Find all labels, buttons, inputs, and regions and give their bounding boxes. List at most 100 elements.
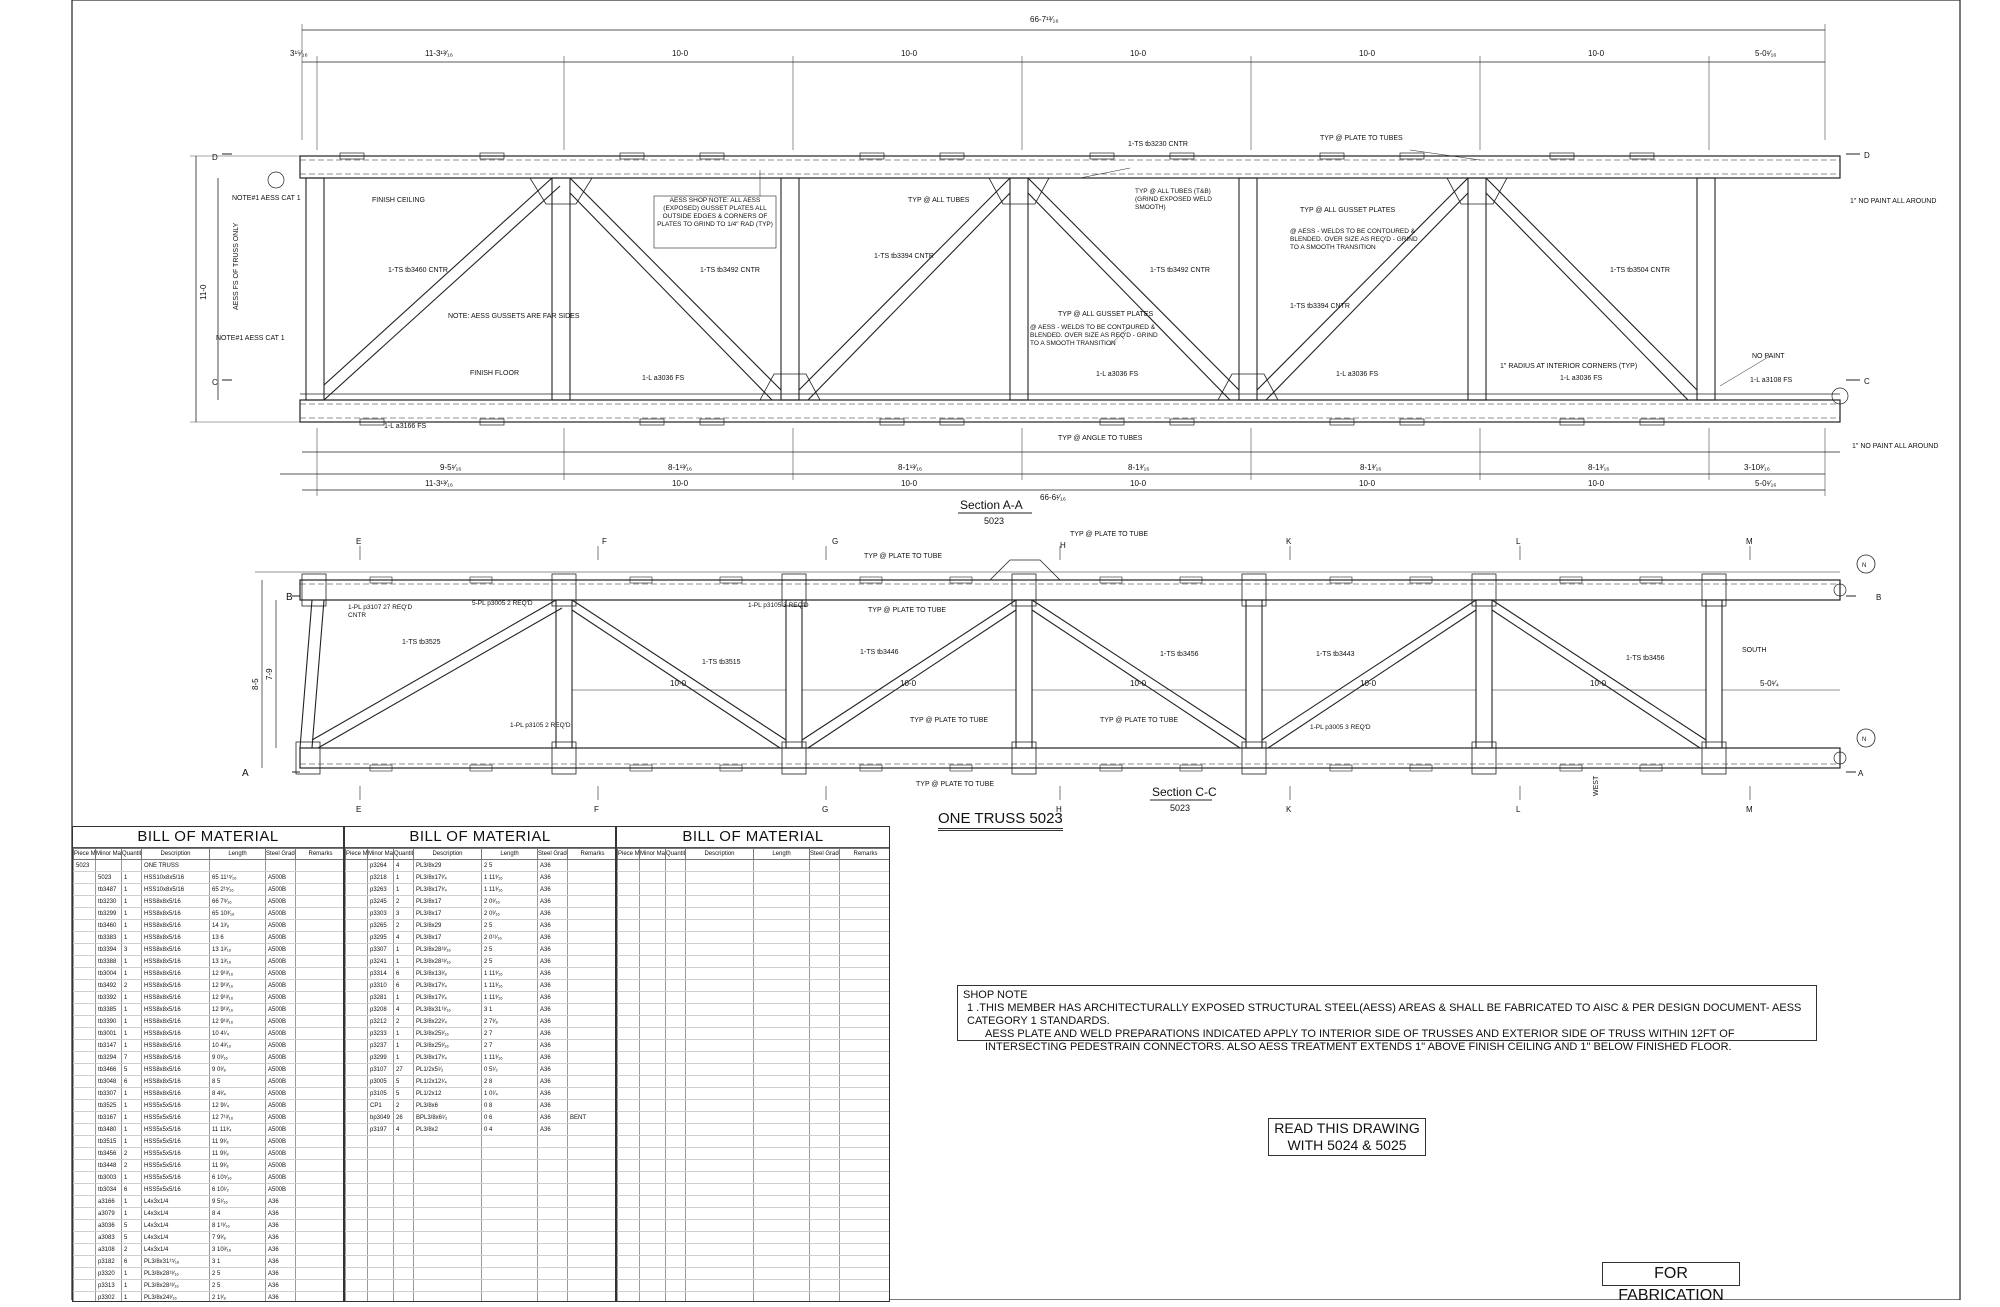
bom-cell (639, 1291, 666, 1301)
bom-cell: tb3307 (95, 1087, 122, 1100)
bom-table-1: Piece MarkMinor MarkQuantity TotalDescri… (73, 848, 343, 1301)
bom-cell: 4 (393, 1003, 414, 1016)
bom-cell: 6 (393, 979, 414, 992)
bom-cell: 3 (121, 943, 142, 956)
bom-cell (809, 1111, 840, 1124)
bom-cell (639, 1003, 666, 1016)
bom-cell (753, 871, 810, 884)
bom-cell (639, 895, 666, 908)
bom-cell: 1 11³⁄₁₆ (481, 991, 538, 1004)
bom-cell (809, 1051, 840, 1064)
bom-cell (685, 1087, 754, 1100)
bom-cell: 1 (121, 1027, 142, 1040)
bom-cell (639, 1195, 666, 1208)
panel-dim-3: 10-0 (1130, 679, 1147, 688)
bom-cell: HSS8x8x5/16 (141, 943, 210, 956)
bom-cell (617, 1171, 640, 1184)
bom-cell: tb3448 (95, 1159, 122, 1172)
bom-cell (753, 895, 810, 908)
bom-cell (809, 1147, 840, 1160)
bom-cell: A500B (265, 1027, 296, 1040)
bom-cell: L4x3x1/4 (141, 1207, 210, 1220)
bom-cell: 5 (121, 1063, 142, 1076)
bom-cell: p3197 (367, 1123, 394, 1136)
bom-header-cell: Piece Mark (617, 848, 640, 860)
bom-cell (665, 1015, 686, 1028)
bom-cell (367, 1279, 394, 1292)
bom-cell: 1 (393, 871, 414, 884)
bom-cell: HSS5x5x5/16 (141, 1183, 210, 1196)
bom-cell: 2 (121, 1147, 142, 1160)
bom-cell (295, 1255, 343, 1268)
bom-cell: PL1/2x5¹⁄₂ (413, 1063, 482, 1076)
bom-cell (639, 1279, 666, 1292)
bom-cell: 6 10⁵⁄₁₆ (209, 1171, 266, 1184)
bom-cell (809, 1027, 840, 1040)
bom-cell (665, 1099, 686, 1112)
bom-cell: 2 7³⁄₈ (481, 1015, 538, 1028)
bom-cell (481, 1255, 538, 1268)
bom-cell: A36 (537, 967, 568, 980)
bom-cell (839, 919, 889, 932)
bom-cell (295, 931, 343, 944)
bom-cell: PL3/8x17³⁄₄ (413, 979, 482, 992)
bom-cell: a3036 (95, 1219, 122, 1232)
typ-all-gusset-mid: TYP @ ALL GUSSET PLATES (1058, 311, 1153, 318)
bom-cell (73, 967, 96, 980)
bom-row (617, 979, 889, 992)
bom-cell (809, 1279, 840, 1292)
bom-cell (367, 1207, 394, 1220)
bom-cell (345, 1243, 368, 1256)
bom-cell: 4 (393, 1123, 414, 1136)
bom-cell (345, 1003, 368, 1016)
bom-row (617, 883, 889, 896)
bom-cell (367, 1291, 394, 1301)
bom-cell (73, 1231, 96, 1244)
bom-cell (367, 1147, 394, 1160)
bom-cell: A500B (265, 1123, 296, 1136)
label-pl-p3105-bot: 1-PL p3105 2 REQ'D (510, 722, 571, 729)
bom-cell: 3 1 (209, 1255, 266, 1268)
bom-cell (685, 1291, 754, 1301)
bom-cell: PL3/8x29 (413, 859, 482, 872)
bom-cell: A36 (537, 895, 568, 908)
bom-cell (345, 1279, 368, 1292)
sheet-border (71, 0, 1961, 1300)
bom-cell (367, 1195, 394, 1208)
top-dim-2: 10-0 (672, 49, 689, 58)
bom-cell (567, 1039, 615, 1052)
bom-cell (295, 1183, 343, 1196)
mark-c-left: C (212, 378, 218, 387)
bom-cell: HSS8x8x5/16 (141, 907, 210, 920)
bom-cell: tb3392 (95, 991, 122, 1004)
bom-cell: 1 (121, 883, 142, 896)
bom-cell (753, 907, 810, 920)
bom-cell (567, 883, 615, 896)
bom-cell (665, 1051, 686, 1064)
bom-cell (685, 1003, 754, 1016)
bom-cell (809, 1039, 840, 1052)
bom-cell (393, 1279, 414, 1292)
bom-cell (839, 1003, 889, 1016)
bom-cell (839, 1159, 889, 1172)
bom-cell: tb3034 (95, 1183, 122, 1196)
bom-cell: 2 (393, 1015, 414, 1028)
bom-cell (617, 1075, 640, 1088)
bom-cell (567, 1099, 615, 1112)
bom-header-cell: Quantity Total (121, 848, 142, 860)
bom-cell: 65 10³⁄₁₆ (209, 907, 266, 920)
bom-cell: PL3/8x25³⁄₁₆ (413, 1039, 482, 1052)
bom-cell (537, 1219, 568, 1232)
bom-cell (809, 943, 840, 956)
bom-cell: A36 (265, 1255, 296, 1268)
bom-cell (481, 1171, 538, 1184)
bom-cell (839, 1147, 889, 1160)
bom-cell: 1 0¹⁄₄ (481, 1087, 538, 1100)
bom-cell (481, 1195, 538, 1208)
bom-row (617, 919, 889, 932)
